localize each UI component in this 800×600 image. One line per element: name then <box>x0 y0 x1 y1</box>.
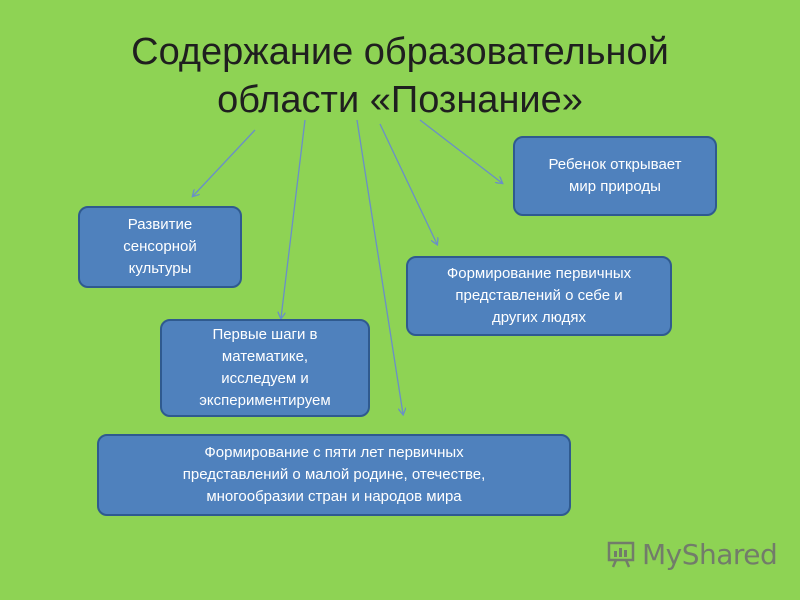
box-nature: Ребенок открывает мир природы <box>513 136 717 216</box>
box-homeland-line-2: представлений о малой родине, отечестве, <box>182 466 486 483</box>
box-self-line-3: других людях <box>491 309 586 326</box>
title-line-2: области «Познание» <box>217 79 583 121</box>
box-math-steps: Первые шаги в математике, исследуем и эк… <box>160 319 370 417</box>
box-sensory-culture: Развитие сенсорной культуры <box>78 206 242 288</box>
box-nature-line-2: мир природы <box>569 178 661 195</box>
box-math-line-3: исследуем и <box>221 370 309 387</box>
box-self-and-others: Формирование первичных представлений о с… <box>406 256 672 336</box>
box-math-line-4: экспериментируем <box>199 392 331 409</box>
box-homeland-line-3: многообразии стран и народов мира <box>206 488 462 505</box>
box-math-line-1: Первые шаги в <box>212 326 318 343</box>
box-sensory-line-1: Развитие <box>127 216 193 233</box>
presentation-board-icon <box>607 541 635 568</box>
box-sensory-line-3: культуры <box>128 260 192 277</box>
arrow-to-nature <box>419 119 502 183</box>
myshared-watermark: MyShared <box>606 536 778 572</box>
box-self-line-2: представлений о себе и <box>455 287 623 304</box>
slide-title: Содержание образовательной области «Позн… <box>60 28 740 124</box>
arrow-to-self <box>379 123 437 244</box>
box-homeland-line-1: Формирование с пяти лет первичных <box>204 444 464 461</box>
title-line-1: Содержание образовательной <box>131 31 669 73</box>
watermark-text: MyShared <box>642 537 778 571</box>
box-homeland: Формирование с пяти лет первичных предст… <box>97 434 571 516</box>
box-nature-line-1: Ребенок открывает <box>548 156 682 173</box>
box-sensory-line-2: сенсорной <box>123 238 197 255</box>
box-self-line-1: Формирование первичных <box>446 265 632 282</box>
arrow-to-sensory <box>193 129 256 196</box>
arrow-to-math <box>281 119 306 318</box>
box-math-line-2: математике, <box>221 348 309 365</box>
arrow-to-homeland <box>356 119 403 414</box>
